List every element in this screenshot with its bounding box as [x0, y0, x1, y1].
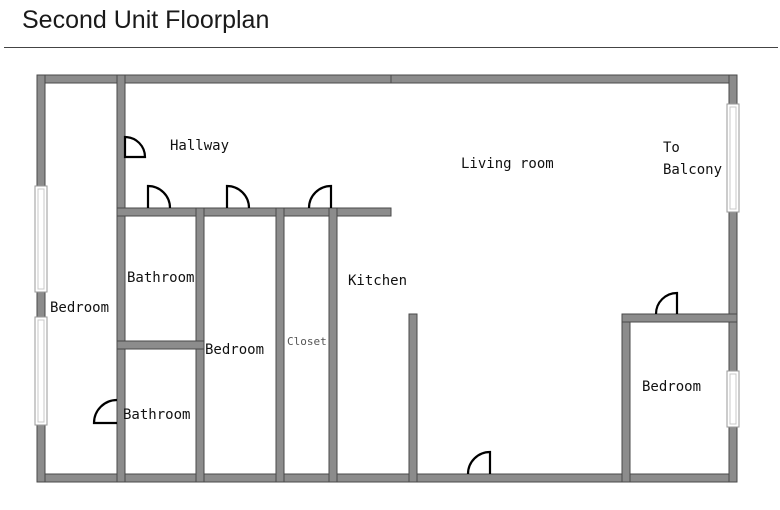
- window-left-lower: [34, 316, 48, 426]
- window-right-bedroom: [726, 370, 740, 428]
- label-bedroom-left: Bedroom: [50, 300, 109, 316]
- wall-bottom: [36, 473, 738, 483]
- page-title: Second Unit Floorplan: [22, 6, 270, 34]
- wall-bedroom-left-divider: [116, 74, 126, 483]
- wall-closet-right: [328, 207, 338, 483]
- door-bedroom-right: [654, 291, 679, 315]
- wall-top: [36, 74, 738, 84]
- wall-hallway-bottom: [116, 207, 392, 217]
- label-living-room: Living room: [461, 156, 554, 172]
- label-to-balcony-line1: To: [663, 140, 680, 156]
- label-kitchen: Kitchen: [348, 273, 407, 289]
- door-bedroom-middle: [225, 184, 251, 209]
- wall-bedroom-right-top: [621, 313, 738, 323]
- wall-right: [728, 74, 738, 483]
- door-bedroom-left: [123, 135, 147, 159]
- label-hallway: Hallway: [170, 138, 229, 154]
- wall-closet-left: [275, 207, 285, 483]
- label-closet: Closet: [287, 335, 327, 348]
- window-balcony: [726, 103, 740, 213]
- wall-bedroom-right-left: [621, 313, 631, 483]
- wall-kitchen-stub: [408, 313, 418, 483]
- title-divider: [4, 47, 778, 48]
- door-closet: [307, 184, 333, 209]
- label-bathroom-bottom: Bathroom: [123, 407, 190, 423]
- door-bathroom-bottom: [92, 398, 118, 425]
- window-left-upper: [34, 185, 48, 293]
- label-bedroom-right: Bedroom: [642, 379, 701, 395]
- label-bedroom-middle: Bedroom: [205, 342, 264, 358]
- label-bathroom-top: Bathroom: [127, 270, 194, 286]
- door-entrance: [466, 450, 492, 475]
- door-bathroom-top: [146, 184, 172, 209]
- label-to-balcony-line2: Balcony: [663, 162, 722, 178]
- wall-bathroom-divider: [116, 340, 205, 350]
